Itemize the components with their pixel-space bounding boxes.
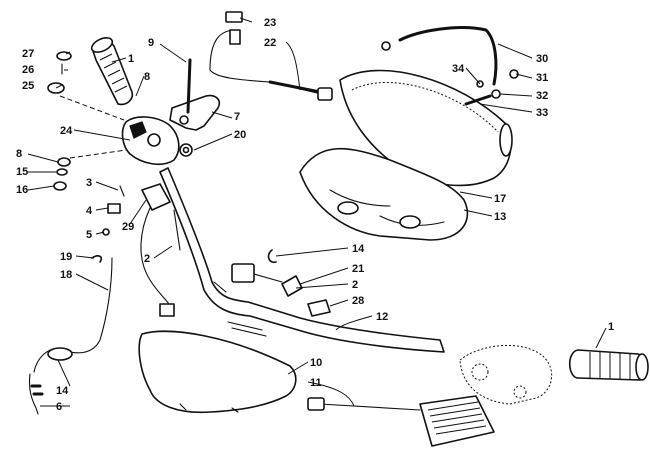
callout-1-right-grip: 1: [608, 321, 614, 333]
handlebar-pad: [138, 330, 297, 414]
callout-14-top: 14: [352, 243, 365, 255]
right-housing: [459, 344, 553, 405]
washer-15: [56, 168, 68, 176]
callout-12: 12: [376, 311, 388, 323]
screw-3: [119, 185, 125, 197]
callout-34: 34: [452, 63, 465, 75]
leader-dash-25: [59, 95, 125, 121]
cap-27: [56, 51, 72, 61]
clip-4: [107, 203, 121, 214]
callout-26: 26: [22, 64, 34, 76]
nut-16: [53, 181, 67, 191]
callout-13: 13: [494, 211, 506, 223]
callout-8-top: 8: [144, 71, 150, 83]
callout-20: 20: [234, 129, 246, 141]
callout-27: 27: [22, 48, 34, 60]
callout-32: 32: [536, 90, 548, 102]
callout-1-left-grip: 1: [128, 53, 134, 65]
heater-hose: [381, 26, 498, 86]
callout-3: 3: [86, 177, 92, 189]
callout-24: 24: [60, 125, 73, 137]
callout-19: 19: [60, 251, 72, 263]
callout-29: 29: [122, 221, 134, 233]
leader-dash-8: [69, 149, 127, 159]
callout-33: 33: [536, 107, 548, 119]
callout-14-bottom: 14: [56, 385, 69, 397]
callout-15: 15: [16, 166, 28, 178]
callout-23: 23: [264, 17, 276, 29]
callout-2-left: 2: [144, 253, 150, 265]
callout-10: 10: [310, 357, 322, 369]
screw-2: [173, 209, 181, 251]
callout-25: 25: [22, 80, 34, 92]
washer-32: [491, 89, 501, 99]
screw-9: [186, 58, 192, 114]
callout-22: 22: [264, 37, 276, 49]
handlebar: [159, 167, 445, 353]
callout-2-right: 2: [352, 279, 358, 291]
base-panel: [299, 147, 469, 241]
callout-5: 5: [86, 229, 92, 241]
callout-16: 16: [16, 184, 28, 196]
hand-warmer-element: [307, 395, 495, 447]
left-control-housing: [121, 116, 193, 166]
callout-21: 21: [352, 263, 364, 275]
callout-31: 31: [536, 72, 548, 84]
callout-labels: 27 26 25 1 8 9 23 22 30 34 31 32 33 7 20…: [16, 17, 614, 413]
left-grip: [90, 37, 134, 106]
callout-9: 9: [148, 37, 154, 49]
throttle-block: [140, 183, 175, 317]
harness: [209, 11, 333, 101]
callout-8-left: 8: [16, 148, 22, 160]
bolt-33: [464, 94, 492, 106]
callout-7: 7: [234, 111, 240, 123]
brake-lever: [169, 94, 221, 131]
right-grip: [568, 349, 649, 381]
callout-30: 30: [536, 53, 548, 65]
callout-4: 4: [86, 205, 93, 217]
nut-8: [57, 157, 71, 167]
windshield-cover: [339, 69, 513, 187]
throttle-cable: [28, 255, 113, 415]
callout-28: 28: [352, 295, 364, 307]
leader-lines: [27, 17, 607, 407]
callout-11: 11: [310, 377, 322, 389]
callout-18: 18: [60, 269, 72, 281]
callout-17: 17: [494, 193, 506, 205]
callout-6: 6: [56, 401, 62, 413]
ignition-switch: [231, 249, 331, 317]
